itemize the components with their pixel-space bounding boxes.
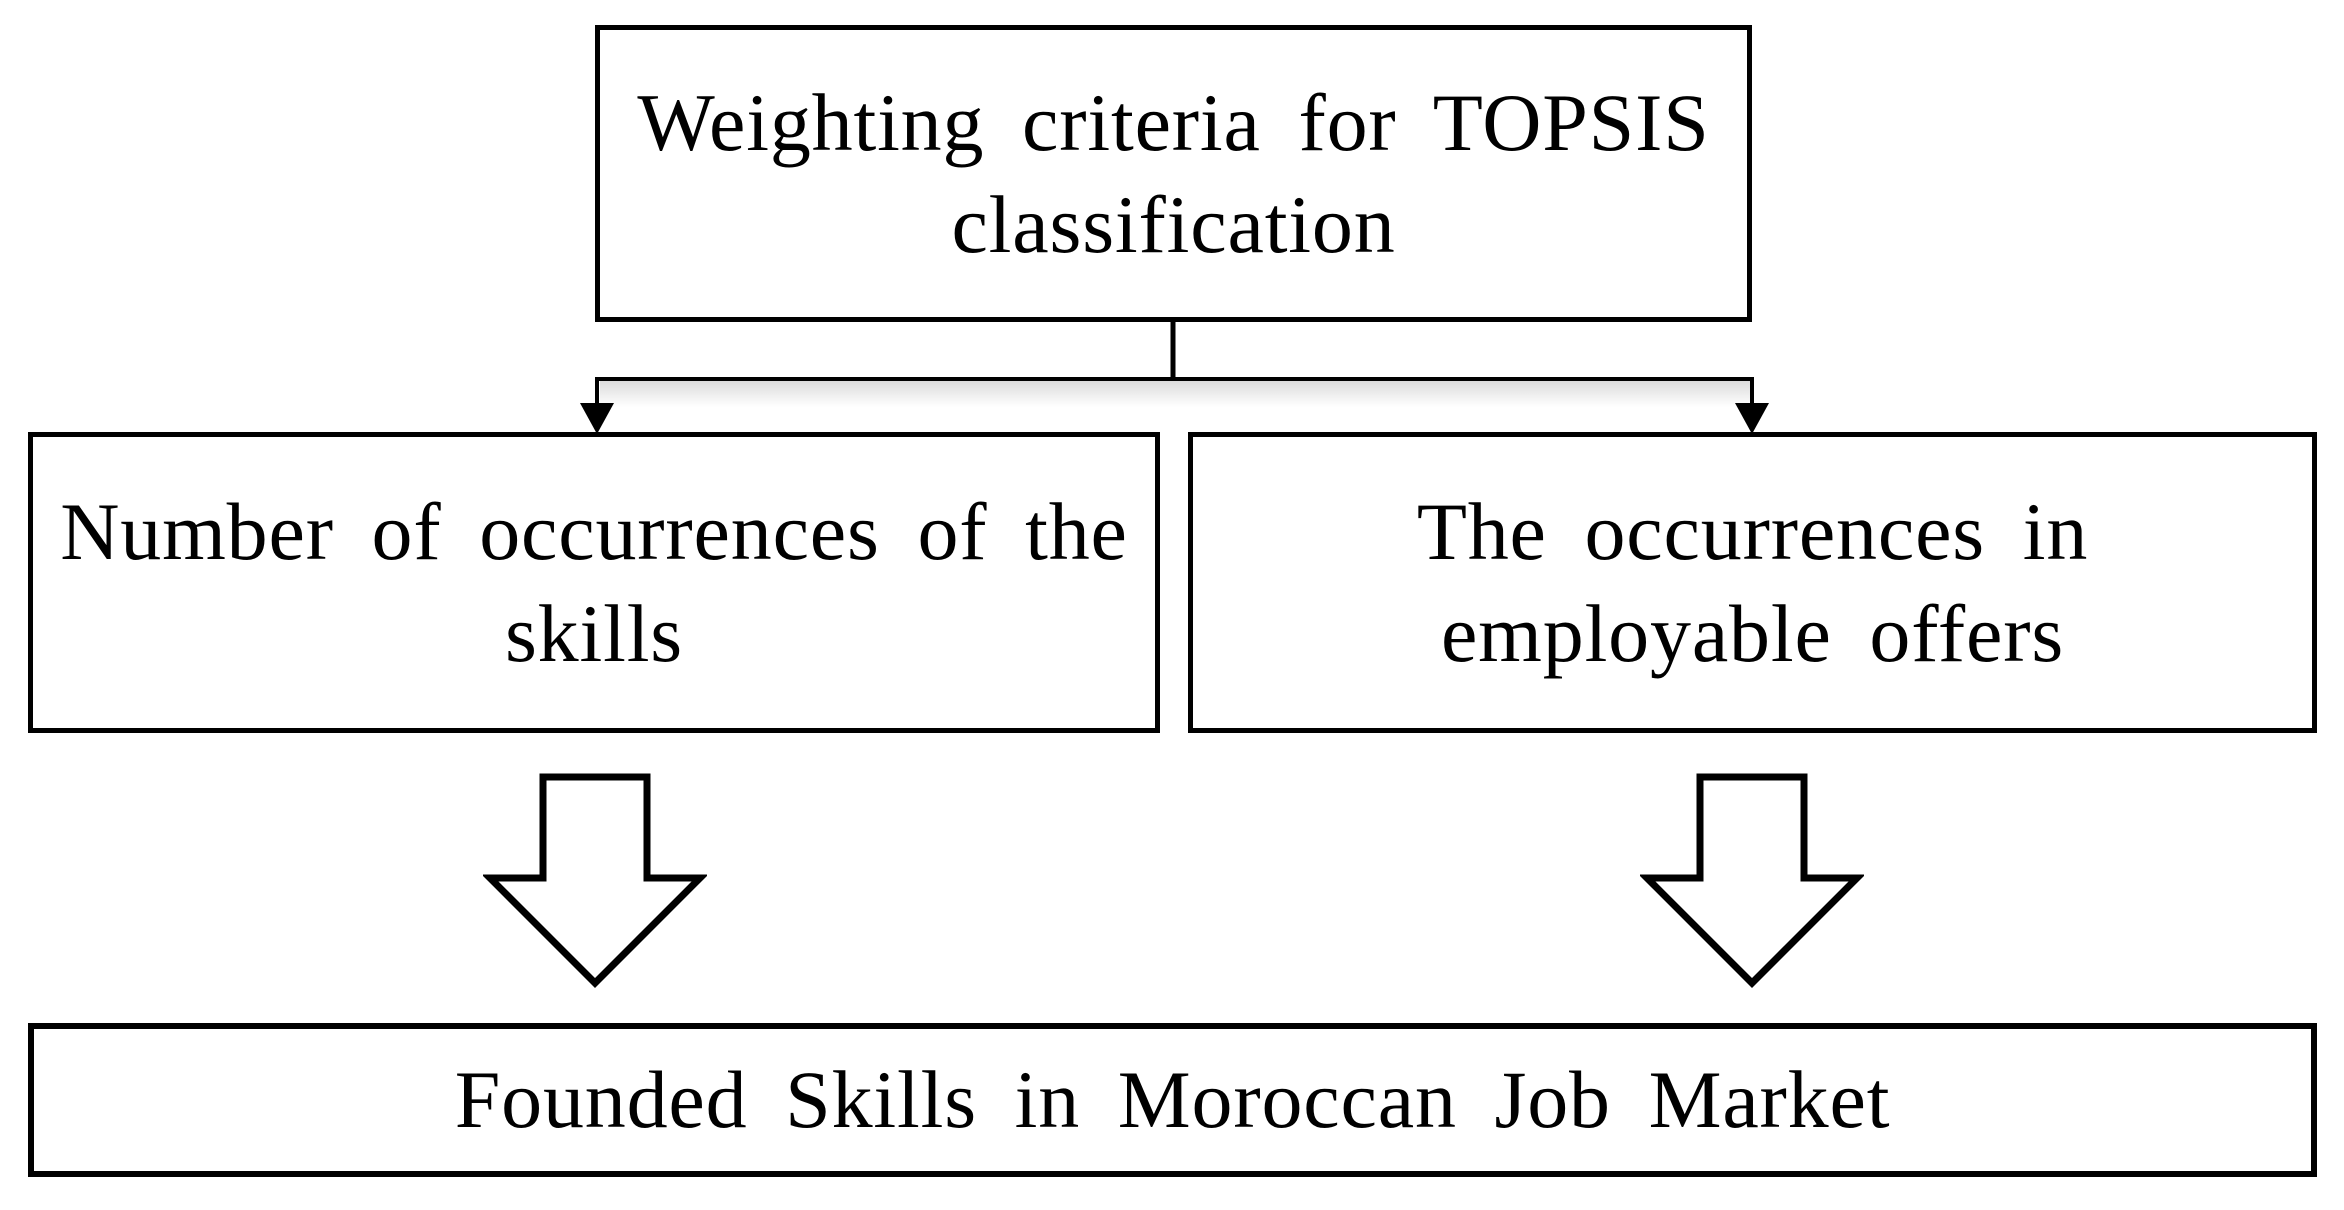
node-weighting-criteria: Weighting criteria for TOPSIS classifica…	[595, 25, 1752, 322]
node-employable-occurrences-line2: employable offers	[1440, 587, 2065, 679]
node-founded-skills: Founded Skills in Moroccan Job Market	[28, 1023, 2317, 1177]
block-arrow-down-left-icon	[483, 773, 707, 988]
node-occurrence-count: Number of occurrences of the skills	[28, 432, 1160, 733]
block-arrow-down-right-icon	[1640, 773, 1864, 988]
arrowhead-down-right-icon	[1735, 403, 1769, 434]
connector-shadow	[600, 381, 1750, 407]
node-weighting-criteria-line2: classification	[951, 178, 1396, 270]
node-founded-skills-line1: Founded Skills in Moroccan Job Market	[454, 1054, 1891, 1145]
node-employable-occurrences: The occurrences in employable offers	[1188, 432, 2317, 733]
node-weighting-criteria-line1: Weighting criteria for TOPSIS	[637, 76, 1710, 168]
node-employable-occurrences-line1: The occurrences in	[1416, 485, 2089, 577]
node-occurrence-count-line2: skills	[504, 587, 684, 679]
arrowhead-down-left-icon	[580, 403, 614, 434]
node-occurrence-count-line1: Number of occurrences of the	[60, 485, 1128, 577]
